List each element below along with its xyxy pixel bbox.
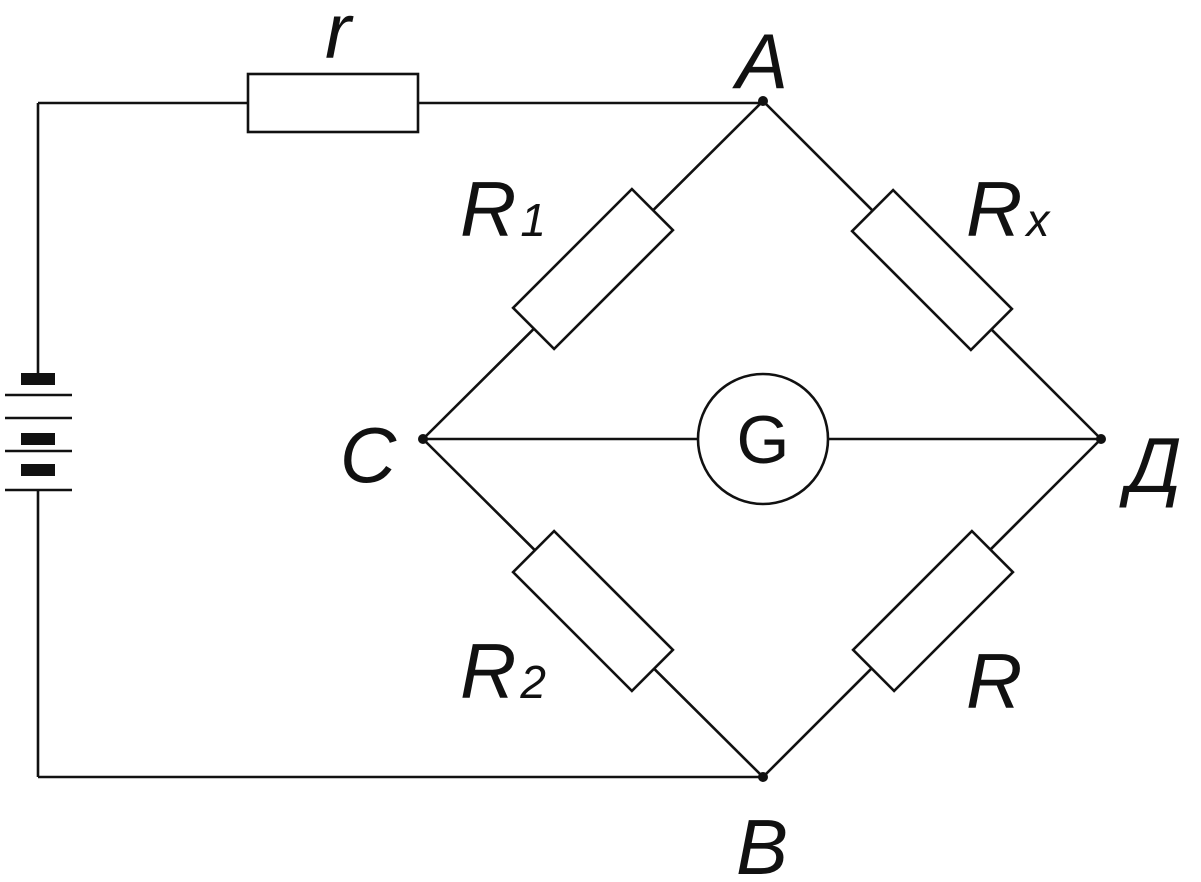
resistor-r2 [511,529,675,693]
node-label-c: C [340,411,397,499]
resistor-rx [850,188,1014,352]
node-label-d: Д [1119,421,1182,509]
outer-loop-wires [36,101,763,779]
battery-icon [5,373,72,492]
resistor-r-bottom-label: R [966,637,1022,725]
resistor-rx-letter: R [966,165,1022,253]
node-label-b: B [736,803,788,882]
resistor-r2-letter: R [460,627,516,715]
resistor-r-bottom [851,529,1015,693]
resistor-r2-label: R2 [460,627,546,715]
junction-nodes [418,96,1106,782]
resistor-r1-label: R1 [460,165,546,253]
node-label-a: A [732,17,788,105]
resistor-r [246,72,420,134]
galvanometer-label: G [737,402,790,478]
resistor-r1-subscript: 1 [520,194,546,246]
galvanometer: G [696,372,830,506]
resistor-r1 [511,187,675,351]
resistor-rx-label: Rx [966,165,1051,253]
resistor-r1-letter: R [460,165,516,253]
resistor-r2-subscript: 2 [519,656,546,708]
resistor-rx-subscript: x [1024,194,1051,246]
resistor-r-label: r [325,0,354,75]
